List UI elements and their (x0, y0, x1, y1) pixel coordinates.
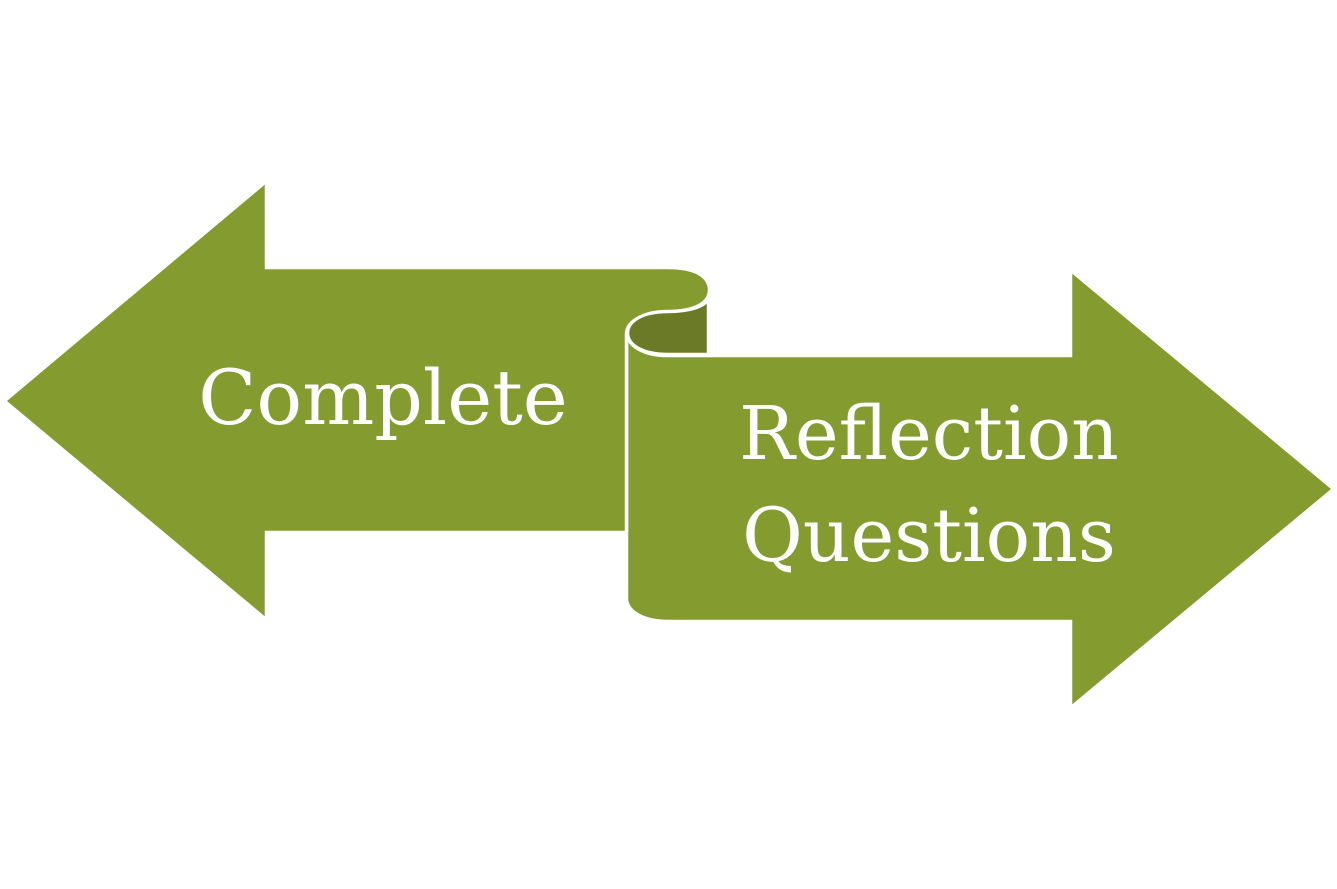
right-arrow-label-line1: Reflection (739, 391, 1119, 477)
left-arrow-shape (3, 179, 711, 622)
scroll-fold-shadow (626, 299, 710, 356)
left-arrow-label: Complete (198, 353, 567, 442)
right-arrow-label-line2: Questions (742, 493, 1116, 579)
right-arrow-shape (625, 268, 1335, 710)
